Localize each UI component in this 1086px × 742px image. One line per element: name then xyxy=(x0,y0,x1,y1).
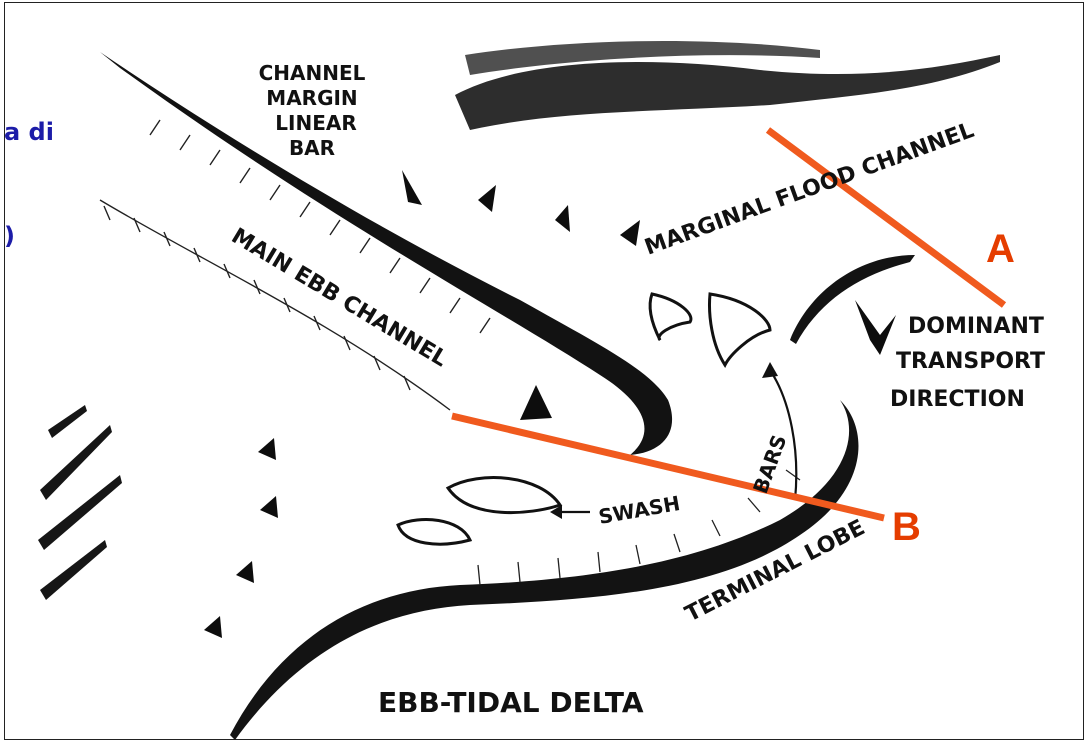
section-label-a: A xyxy=(986,227,1015,271)
label-bars: BARS xyxy=(748,432,791,497)
upper-shoreline xyxy=(455,41,1000,130)
label-direction: DIRECTION xyxy=(890,387,1025,412)
label-channel-margin-4: BAR xyxy=(289,136,335,160)
section-label-b: B xyxy=(892,505,921,549)
label-channel-margin-2: MARGIN xyxy=(266,86,357,110)
label-channel-margin-1: CHANNEL xyxy=(259,61,366,85)
label-marginal-flood-channel: MARGINAL FLOOD CHANNEL xyxy=(642,118,978,261)
left-delta-streaks xyxy=(38,405,122,600)
label-transport: TRANSPORT xyxy=(896,349,1045,374)
label-dominant: DOMINANT xyxy=(908,314,1044,339)
label-ebb-tidal-delta: EBB-TIDAL DELTA xyxy=(378,686,644,719)
label-main-ebb-channel: MAIN EBB CHANNEL xyxy=(227,224,451,373)
label-channel-margin-3: LINEAR xyxy=(275,111,356,135)
label-swash: SWASH xyxy=(597,491,682,529)
marginal-flood-arc xyxy=(790,255,915,344)
